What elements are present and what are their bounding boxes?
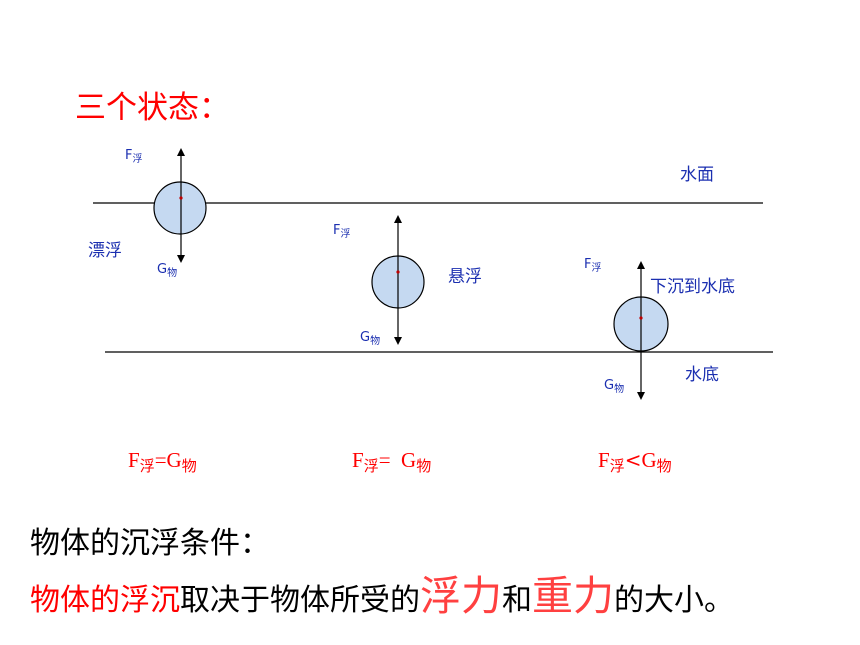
floating-label: 漂浮 — [88, 241, 122, 261]
suspended-label: 悬浮 — [448, 267, 482, 287]
water-surface-label: 水面 — [680, 165, 714, 185]
sinking-buoyancy-label: F浮 — [584, 257, 602, 274]
conclusion-statement: 物体的浮沉取决于物体所受的浮力和重力的大小。 — [30, 572, 734, 620]
page-title: 三个状态： — [75, 90, 230, 126]
sinking-label: 下沉到水底 — [650, 277, 735, 297]
conclusion-heading: 物体的沉浮条件： — [30, 526, 270, 561]
condition-sinking: F浮<G物 — [598, 448, 672, 475]
floating-buoyancy-label: F浮 — [125, 148, 143, 165]
suspended-center-dot — [396, 270, 400, 274]
sinking-gravity-label: G物 — [604, 378, 625, 395]
condition-suspended: F浮= G物 — [352, 448, 432, 475]
floating-center-dot — [179, 196, 183, 200]
suspended-buoyancy-label: F浮 — [333, 223, 351, 240]
floating-gravity-label: G物 — [157, 262, 178, 279]
condition-floating: F浮=G物 — [128, 448, 197, 475]
water-bottom-label: 水底 — [685, 365, 719, 385]
sinking-center-dot — [639, 316, 643, 320]
floating-ball — [153, 181, 207, 235]
suspended-gravity-label: G物 — [360, 330, 381, 347]
